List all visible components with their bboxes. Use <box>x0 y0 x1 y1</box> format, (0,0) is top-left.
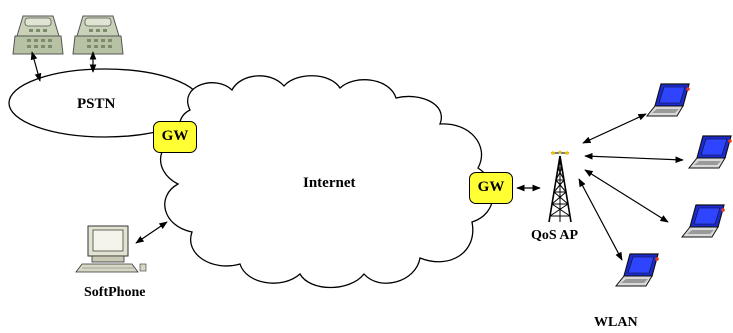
wlan-label: WLAN <box>594 315 638 330</box>
wlan-link-arrow <box>582 113 647 144</box>
laptop-icon <box>681 204 726 238</box>
pstn-label: PSTN <box>77 96 116 112</box>
antenna-tower-icon <box>548 150 572 223</box>
gateway-right-box: GW <box>469 172 513 204</box>
telephone-icon <box>72 15 124 55</box>
softphone-label: SoftPhone <box>84 285 146 300</box>
phone-link-arrow <box>30 51 42 82</box>
desktop-computer-icon <box>75 225 147 273</box>
telephone-icon <box>12 15 64 55</box>
softphone-link-arrow <box>135 221 168 244</box>
laptop-icon <box>615 253 660 287</box>
laptop-icon <box>688 135 733 169</box>
internet-label: Internet <box>303 175 356 191</box>
wlan-link-arrow <box>578 178 623 261</box>
internet-cloud <box>160 75 494 289</box>
gateway-left-box: GW <box>153 121 197 153</box>
access-point-label: QoS AP <box>531 228 579 243</box>
wlan-link-arrow <box>584 152 684 164</box>
laptop-icon <box>646 83 691 117</box>
